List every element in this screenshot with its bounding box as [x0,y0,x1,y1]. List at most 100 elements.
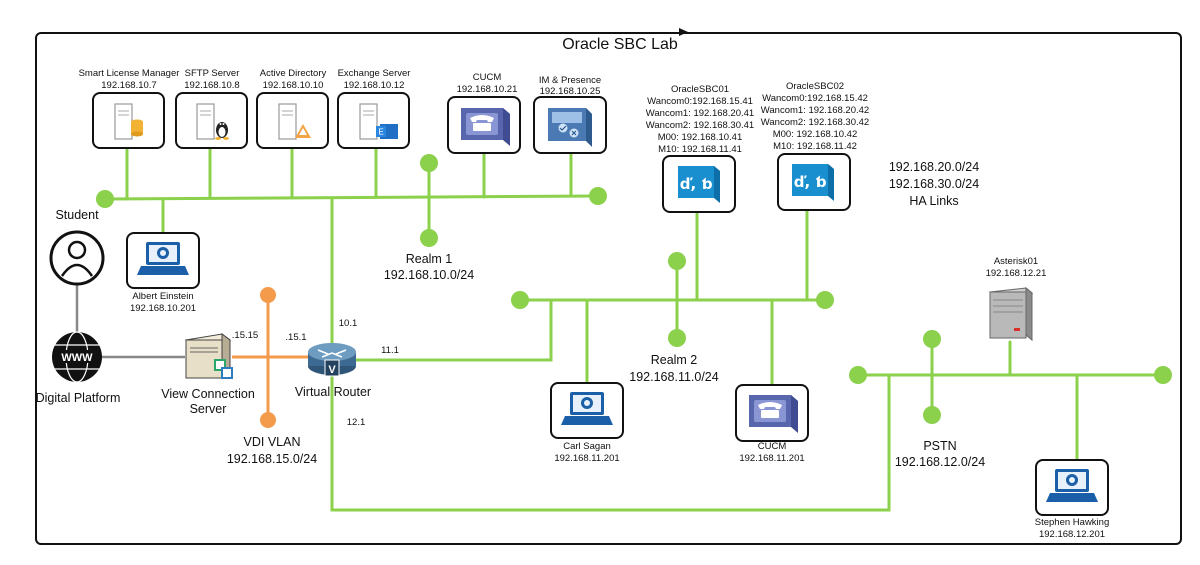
presence-server-icon [548,108,592,147]
realm1-node-bottom [420,229,438,247]
user-icon [49,230,105,286]
iface-router-realm2: 11.1 [381,345,399,356]
imp-name: IM & Presence [538,75,602,86]
laptop-icon [561,392,613,425]
server-directory-icon [278,103,311,140]
realm1-name: Realm 1 [405,252,453,266]
realm1-node-right [589,187,607,205]
sbc1-line: Wancom2: 192.168.30.41 [645,120,755,131]
cucm2-name: CUCM [757,441,787,452]
vdi-subnet: 192.168.15.0/24 [226,452,318,466]
iface-router-pstn: 12.1 [346,417,366,428]
student-label: Student [55,208,99,222]
ad-ip: 192.168.10.10 [262,80,324,91]
router-label: Virtual Router [294,385,372,399]
vdi-node-bottom [260,412,276,428]
vdi-name: VDI VLAN [243,435,301,449]
rack-server-icon [988,286,1034,342]
realm2-subnet: 192.168.11.0/24 [629,370,719,384]
gray-links [75,285,185,359]
sftp-ip: 192.168.10.8 [184,80,240,91]
sftp-name: SFTP Server [184,68,240,79]
svg-text:E: E [378,128,383,137]
realm2-node-left [511,291,529,309]
server-database-icon [114,103,143,140]
laptop-icon [137,242,189,275]
imp-ip: 192.168.10.25 [539,86,601,97]
vdi-nodes [260,287,276,428]
smart-license-name: Smart License Manager [78,68,180,79]
ha-label: HA Links [909,194,959,208]
iface-view-vdi: .15.15 [231,330,259,341]
asterisk-ip: 192.168.12.21 [985,268,1047,279]
sbc2-line: Wancom0:192.168.15.42 [762,93,868,104]
server-linux-icon [196,103,229,140]
sbc-icon: ď, ƅ [792,164,834,201]
sbc2-line: Wancom2: 192.168.30.42 [760,117,870,128]
realm2-name: Realm 2 [650,353,698,367]
sbc2-line: M00: 192.168.10.42 [772,129,858,140]
realm1-node-top [420,154,438,172]
sbc1-line: M00: 192.168.10.41 [657,132,743,143]
sbc2-line: M10: 192.168.11.42 [773,141,857,152]
svg-text:V: V [328,364,336,376]
server-exchange-icon: E [359,103,398,140]
server-tower-icon [184,333,233,379]
hawking-ip: 192.168.12.201 [1038,529,1106,540]
call-manager-icon [461,108,510,146]
svg-text:ď, ƅ: ď, ƅ [680,175,713,193]
sbc2-name: OracleSBC02 [785,81,845,92]
pstn-node-top [923,330,941,348]
realm1-bus [103,194,600,201]
router-realm2-link [348,298,553,362]
pstn-node-bottom [923,406,941,424]
diagram-title: Oracle SBC Lab [562,36,678,53]
cucm1-ip: 192.168.10.21 [456,84,518,95]
links [103,146,1165,512]
sbc-icon: ď, ƅ [678,166,720,203]
sbc1-line: M10: 192.168.11.41 [658,144,742,155]
laptop-icon [1046,469,1098,502]
pstn-node-left [849,366,867,384]
ha-subnet-2: 192.168.30.0/24 [888,177,980,191]
iface-router-realm1: 10.1 [338,318,358,329]
link-nodes [96,154,1172,424]
cucm1-name: CUCM [472,72,502,83]
pstn-name: PSTN [923,439,957,453]
realm2-node-bottom [668,329,686,347]
www-globe-icon: WWW [52,331,102,383]
vdi-node-top [260,287,276,303]
ha-subnet-1: 192.168.20.0/24 [888,160,980,174]
einstein-name: Albert Einstein [132,291,194,302]
hawking-name: Stephen Hawking [1034,517,1110,528]
realm1-subnet: 192.168.10.0/24 [383,268,475,282]
sbc1-line: Wancom1: 192.168.20.41 [645,108,755,119]
vdi-links [232,295,310,420]
digital-platform-label: Digital Platform [35,391,121,405]
router-icon: V [308,343,356,377]
iface-router-vdi: .15.1 [285,332,307,343]
sbc1-name: OracleSBC01 [670,84,730,95]
einstein-ip: 192.168.10.201 [129,303,197,314]
pstn-subnet: 192.168.12.0/24 [894,455,986,469]
frame-arrowhead [679,28,688,36]
realm1-node-left [96,190,114,208]
sagan-ip: 192.168.11.201 [554,453,620,464]
view-server-label: View Connection Server [161,387,255,416]
exchange-name: Exchange Server [337,68,411,79]
cucm2-ip: 192.168.11.201 [739,453,805,464]
pstn-node-right [1154,366,1172,384]
asterisk-name: Asterisk01 [993,256,1039,267]
lab-frame [35,32,1182,545]
sbc2-line: Wancom1: 192.168.20.42 [760,105,870,116]
svg-text:ď, ƅ: ď, ƅ [794,173,827,191]
realm2-node-top [668,252,686,270]
svg-text:WWW: WWW [61,352,93,364]
realm2-node-right [816,291,834,309]
exchange-ip: 192.168.10.12 [343,80,405,91]
sagan-name: Carl Sagan [563,441,611,452]
smart-license-ip: 192.168.10.7 [101,80,157,91]
call-manager-icon [749,395,798,433]
sbc1-line: Wancom0:192.168.15.41 [647,96,753,107]
